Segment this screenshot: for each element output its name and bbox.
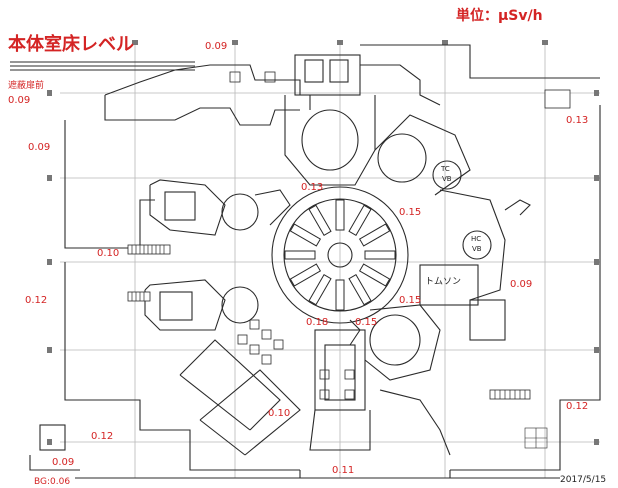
tc-vb-label: VB [442, 175, 452, 183]
reading-center-upper: 0.13 [301, 182, 324, 193]
reading-right-upper: 0.15 [399, 207, 422, 218]
reading-bottom-center: 0.11 [332, 465, 355, 476]
reading-bottom-left-low: 0.09 [52, 457, 75, 468]
reading-left-upper: 0.09 [28, 142, 51, 153]
reading-right: 0.09 [510, 279, 533, 290]
reading-center-left: 0.18 [306, 317, 329, 328]
stair-hatch [131, 245, 526, 399]
tomson-label: トムソン [425, 277, 462, 287]
tc-label: TC [441, 165, 450, 173]
stair-blocks [127, 89, 571, 400]
unit-label: 単位：μSv/h [456, 8, 543, 24]
hub-spokes [284, 199, 396, 311]
background-label: BG:0.06 [34, 477, 71, 487]
reading-top-right: 0.13 [566, 115, 589, 126]
reading-center: 0.15 [355, 317, 378, 328]
equipment-squares [229, 71, 355, 400]
shield-door-front-label: 遮蔽扉前 [8, 81, 45, 91]
reading-right-mid: 0.15 [399, 295, 422, 306]
reading-bottom-mid: 0.10 [268, 408, 291, 419]
grid-markers [47, 40, 599, 445]
hc-label: HC [471, 235, 482, 243]
hc-vb-label: VB [472, 245, 482, 253]
walls [10, 44, 601, 479]
reading-left-mid: 0.10 [97, 248, 120, 259]
date-label: 2017/5/15 [560, 475, 607, 485]
reading-bottom-right: 0.12 [566, 401, 589, 412]
reading-left: 0.12 [25, 295, 48, 306]
reading-top-left: 0.09 [8, 95, 31, 106]
bottom-right-structure [524, 427, 548, 449]
page-title: 本体室床レベル [8, 34, 134, 55]
reading-top-center: 0.09 [205, 41, 228, 52]
reading-bottom-left: 0.12 [91, 431, 114, 442]
